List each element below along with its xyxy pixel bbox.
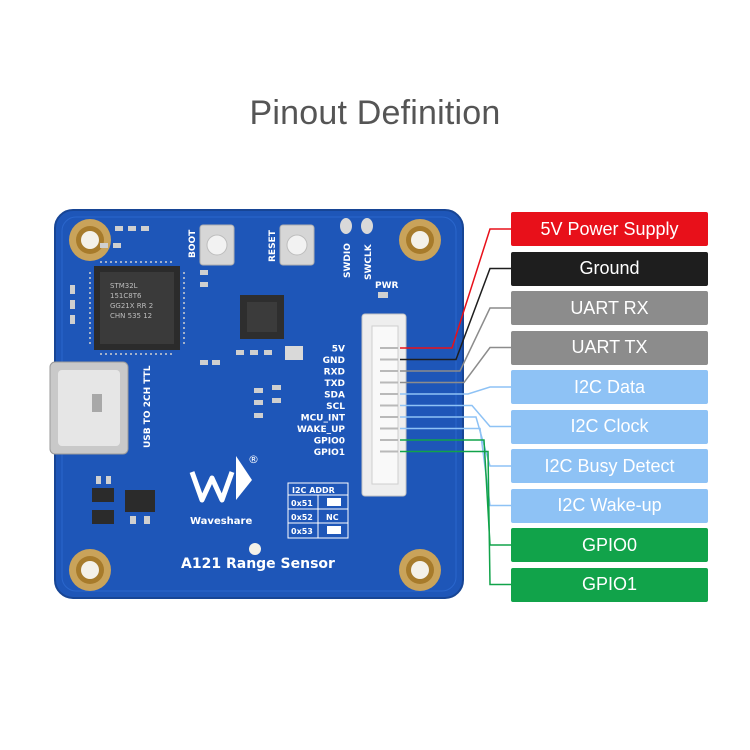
pin-tag-uart-tx: UART TX: [511, 330, 708, 365]
pin-wire: [400, 439, 511, 546]
pin-tag-i2c-wake-up: I2C Wake-up: [511, 488, 708, 523]
pin-wire: [400, 228, 511, 349]
i2c-addr-cell: 0x53: [291, 527, 313, 536]
pwr-label: PWR: [375, 281, 399, 291]
mounting-hole-icon: [69, 549, 111, 591]
mounting-hole-icon: [399, 219, 441, 261]
chip-marking-line: 151C8T6: [110, 292, 142, 300]
pin-label-txd: TXD: [324, 379, 345, 389]
pin-label-wake-up: WAKE_UP: [297, 425, 345, 435]
board-name: A121 Range Sensor: [181, 556, 335, 572]
usb-c-port: [49, 361, 129, 455]
mcu-chip: STM32L 151C8T6 GG21X RR 2 CHN 535 12: [94, 266, 180, 350]
reset-label: RESET: [268, 229, 278, 262]
boot-button: [199, 224, 235, 266]
usb-label: USB TO 2CH TTL: [143, 365, 153, 448]
i2c-addr-cell: 0x51: [291, 499, 313, 508]
i2c-address-table: I2C ADDR 0x51 0x52 0x53 NC: [287, 482, 349, 539]
pin-label-scl: SCL: [326, 402, 345, 412]
pin-label-sda: SDA: [324, 391, 345, 401]
pin-label-5v: 5V: [332, 345, 345, 355]
svg-text:®: ®: [248, 453, 259, 466]
pin-tag-i2c-data: I2C Data: [511, 370, 708, 404]
pin-wire: [400, 416, 511, 467]
pin-tag-uart-rx: UART RX: [511, 291, 708, 325]
pin-wire: [400, 307, 511, 372]
pin-label-mcu-int: MCU_INT: [301, 414, 346, 424]
pin-tag-i2c-clock: I2C Clock: [511, 409, 708, 444]
i2c-table-header: I2C ADDR: [292, 486, 335, 495]
pin-tag-gpio1: GPIO1: [511, 567, 708, 602]
pin-wire: [400, 267, 511, 361]
i2c-addr-cell: 0x52: [291, 513, 313, 522]
chip-marking-line: STM32L: [110, 282, 138, 290]
boot-label: BOOT: [188, 229, 198, 258]
pwr-led: [378, 292, 388, 298]
pin-label-gnd: GND: [323, 356, 345, 366]
pin-wire: [400, 346, 511, 384]
pin-wire: [400, 450, 511, 586]
crystal: [285, 346, 303, 360]
pin-tag-5v-power-supply: 5V Power Supply: [511, 212, 708, 246]
mounting-hole-icon: [69, 219, 111, 261]
swclk-pad: [361, 218, 373, 234]
pin-wire: [400, 386, 511, 395]
page-title: Pinout Definition: [249, 94, 501, 132]
swclk-label: SWCLK: [364, 243, 374, 280]
chip-marking-line: CHN 535 12: [110, 312, 152, 320]
swdio-label: SWDIO: [343, 243, 353, 278]
waveshare-logo-icon: [189, 456, 252, 503]
brand-label: Waveshare: [190, 516, 252, 527]
pin-tag-gpio0: GPIO0: [511, 528, 708, 562]
chip-marking-line: GG21X RR 2: [110, 302, 153, 310]
pin-wire: [400, 404, 511, 428]
pin-tag-i2c-busy-detect: I2C Busy Detect: [511, 449, 708, 483]
pin-tag-ground: Ground: [511, 251, 708, 286]
reset-button: [279, 224, 315, 266]
pin-label-rxd: RXD: [324, 368, 345, 378]
pin-label-gpio1: GPIO1: [314, 448, 345, 458]
mounting-hole-icon: [399, 549, 441, 591]
pin-label-gpio0: GPIO0: [314, 437, 345, 447]
swdio-pad: [340, 218, 352, 234]
i2c-setting-cell: NC: [326, 513, 339, 522]
